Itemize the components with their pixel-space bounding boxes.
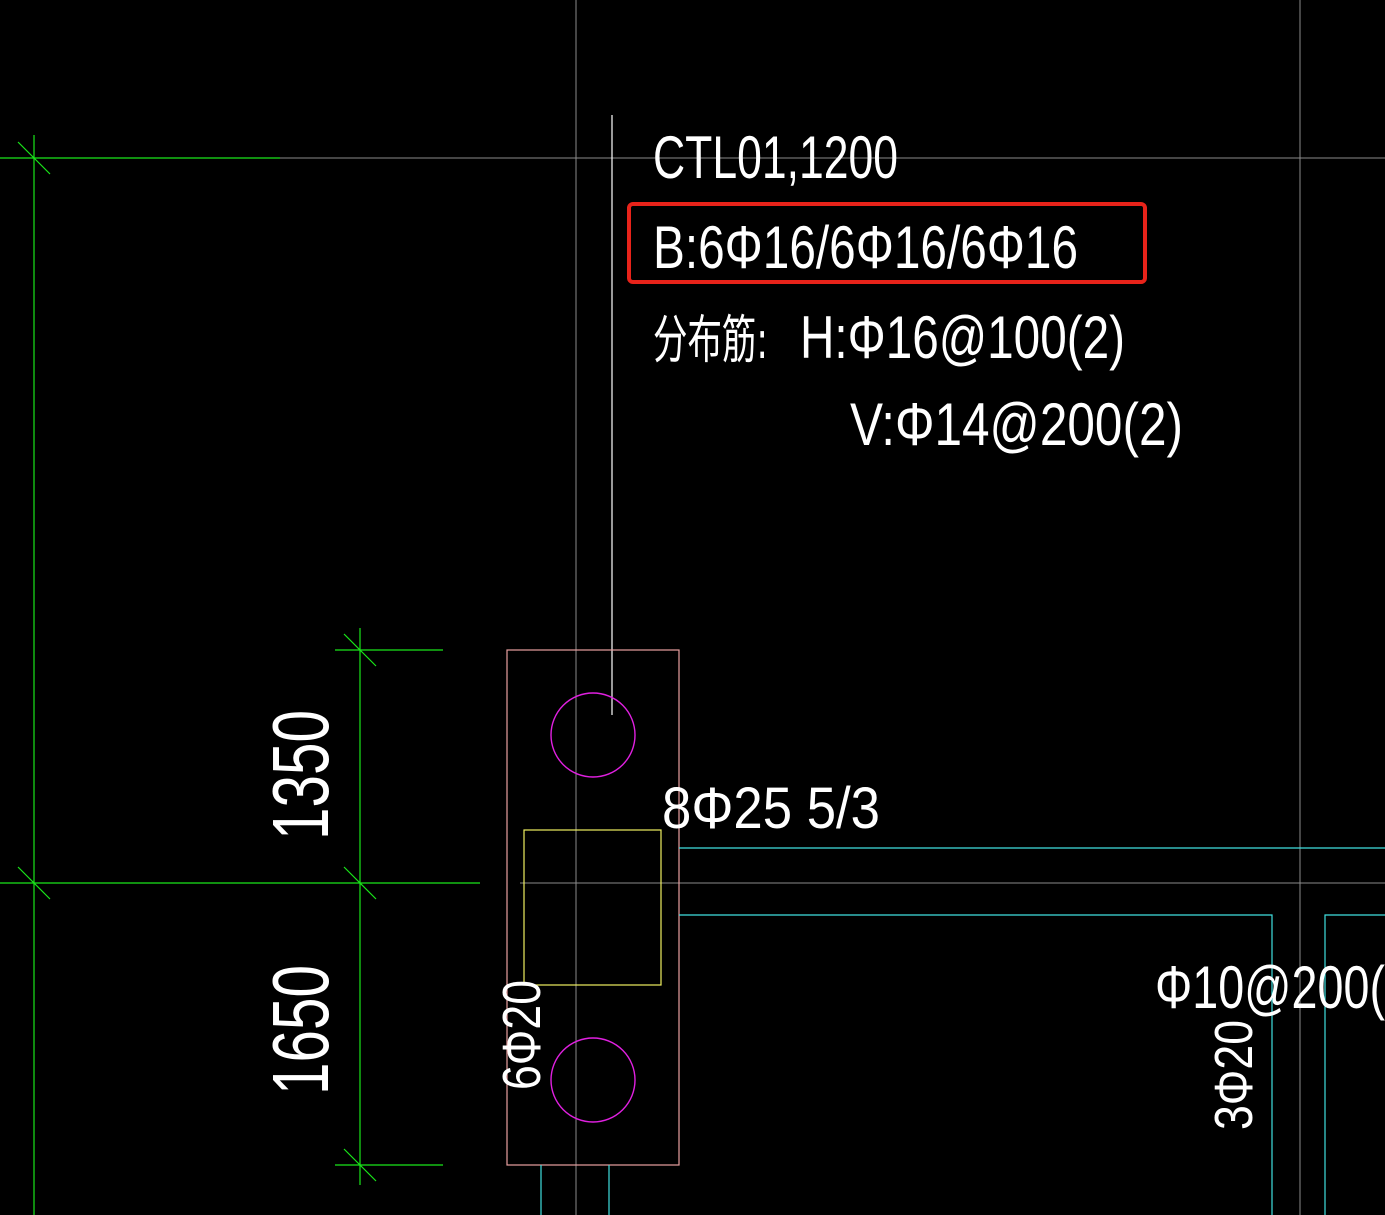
bottom-rebar-text: B:6Φ16/6Φ16/6Φ16 <box>653 214 1078 281</box>
column-outline[interactable] <box>523 829 662 986</box>
side-rebar-text: 6Φ20 <box>492 980 552 1090</box>
dimension-lines <box>0 135 480 1215</box>
stirrup-text: Φ10@200( <box>1155 954 1385 1021</box>
distribution-h-text: H:Φ16@100(2) <box>800 304 1125 371</box>
pile-bottom[interactable] <box>550 1037 636 1123</box>
main-rebar-text: 8Φ25 5/3 <box>662 776 880 841</box>
beam-side-rebar-text: 3Φ20 <box>1204 1020 1264 1130</box>
highlight-box <box>627 202 1147 284</box>
axis-lines <box>280 0 1385 1215</box>
beam-label: CTL01,1200 <box>653 124 898 191</box>
annotation-block: CTL01,1200 B:6Φ16/6Φ16/6Φ16 分布筋: H:Φ16@1… <box>653 124 1183 458</box>
pile-top[interactable] <box>550 692 636 778</box>
dimension-lower: 1650 <box>256 965 345 1095</box>
pile-cap-outline[interactable] <box>506 649 680 1166</box>
beam-lines <box>540 847 1385 1215</box>
distribution-label: 分布筋: <box>653 311 768 371</box>
distribution-v-text: V:Φ14@200(2) <box>850 391 1183 458</box>
dimension-upper: 1350 <box>256 710 345 840</box>
